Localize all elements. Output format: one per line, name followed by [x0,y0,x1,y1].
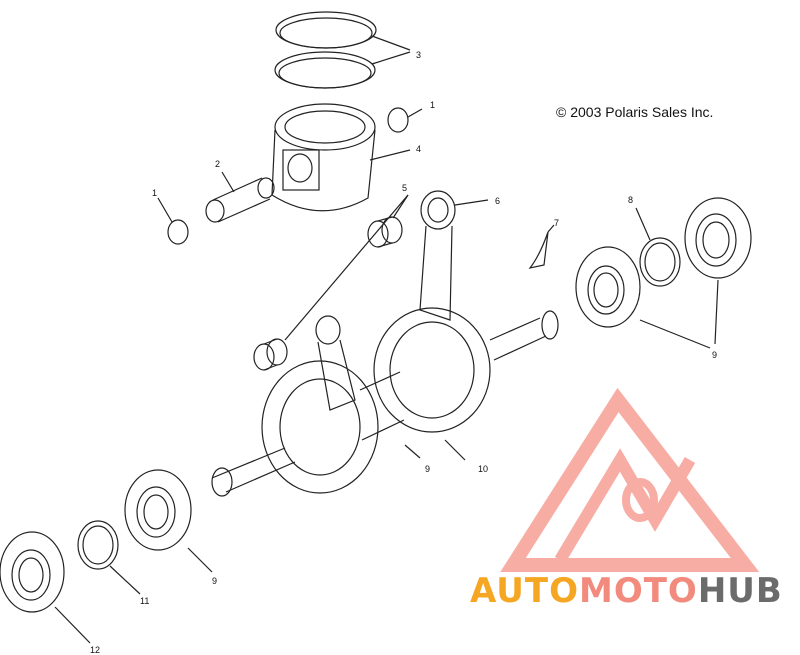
watermark-moto: MOTO [578,571,698,611]
watermark-auto: AUTO [470,571,579,611]
callout-4: 4 [416,144,421,154]
copyright-notice: © 2003 Polaris Sales Inc. [556,104,714,120]
oil-seal-lower-left [0,531,91,644]
retaining-ring-11 [77,520,141,595]
callout-2: 2 [215,159,220,169]
watermark-hub: HUB [697,571,783,611]
circlip-right [387,107,423,133]
oil-seal-upper-right [684,197,752,345]
callout-3: 3 [416,50,421,60]
callout-12: 12 [90,645,100,655]
callout-7: 7 [554,218,559,228]
piston-rings [274,11,411,89]
circlip-left [157,197,189,245]
main-bearing-lower-left [124,469,213,573]
callout-1-right: 1 [430,100,435,110]
callout-9-center: 9 [425,464,430,474]
retaining-ring-8 [635,207,681,287]
woodruff-key [528,224,555,269]
piston-pin [205,171,275,223]
piston [271,103,411,212]
main-bearing-upper-right [575,246,711,349]
crankshaft [211,307,559,497]
callout-1-left: 1 [152,188,157,198]
needle-bearing-lower [253,194,409,371]
callout-9-left: 9 [212,576,217,586]
callout-10: 10 [478,464,488,474]
callout-11: 11 [140,596,149,606]
callout-9-right: 9 [712,350,717,360]
watermark-text: AUTOMOTOHUB [470,571,783,611]
watermark-logo-icon [500,387,760,572]
callout-5: 5 [402,183,407,193]
callout-6: 6 [495,196,500,206]
connecting-rod-upper [419,190,489,321]
callout-8: 8 [628,195,633,205]
